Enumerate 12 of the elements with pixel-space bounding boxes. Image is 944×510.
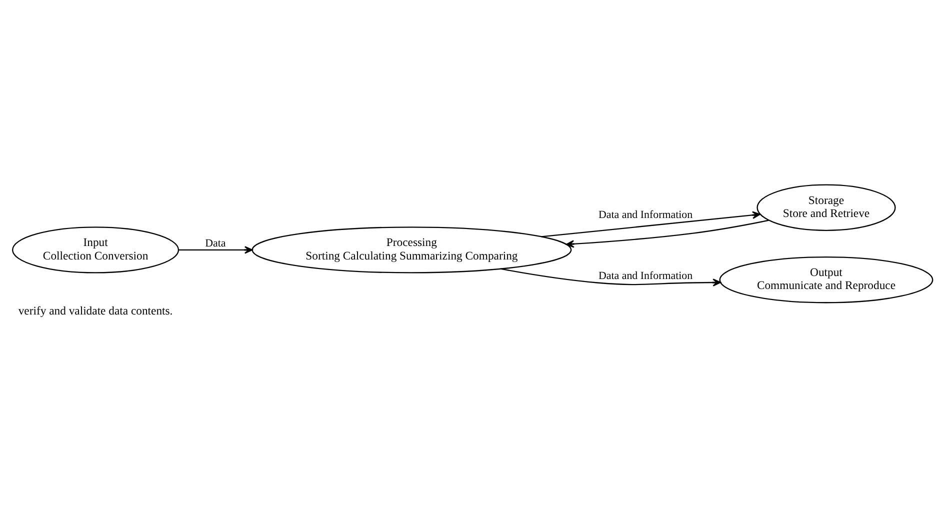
edge-label: Data and Information [598,208,692,221]
arrow [178,246,252,254]
arrow [500,268,721,286]
node-ellipse: Output Communicate and Reproduce [718,256,933,304]
edge-label: Data [204,237,226,250]
node-ellipse: Processing Sorting Calculating Summarizing Comparing [251,226,572,274]
arrow [565,220,768,248]
arrow [540,211,760,238]
node-ellipse: Storage Store and Retrieve [756,184,896,231]
edge-label: Data and Information [598,270,692,282]
node-ellipse: Input Collection Conversion [12,226,179,274]
label: verify and validate data contents. [18,304,172,318]
